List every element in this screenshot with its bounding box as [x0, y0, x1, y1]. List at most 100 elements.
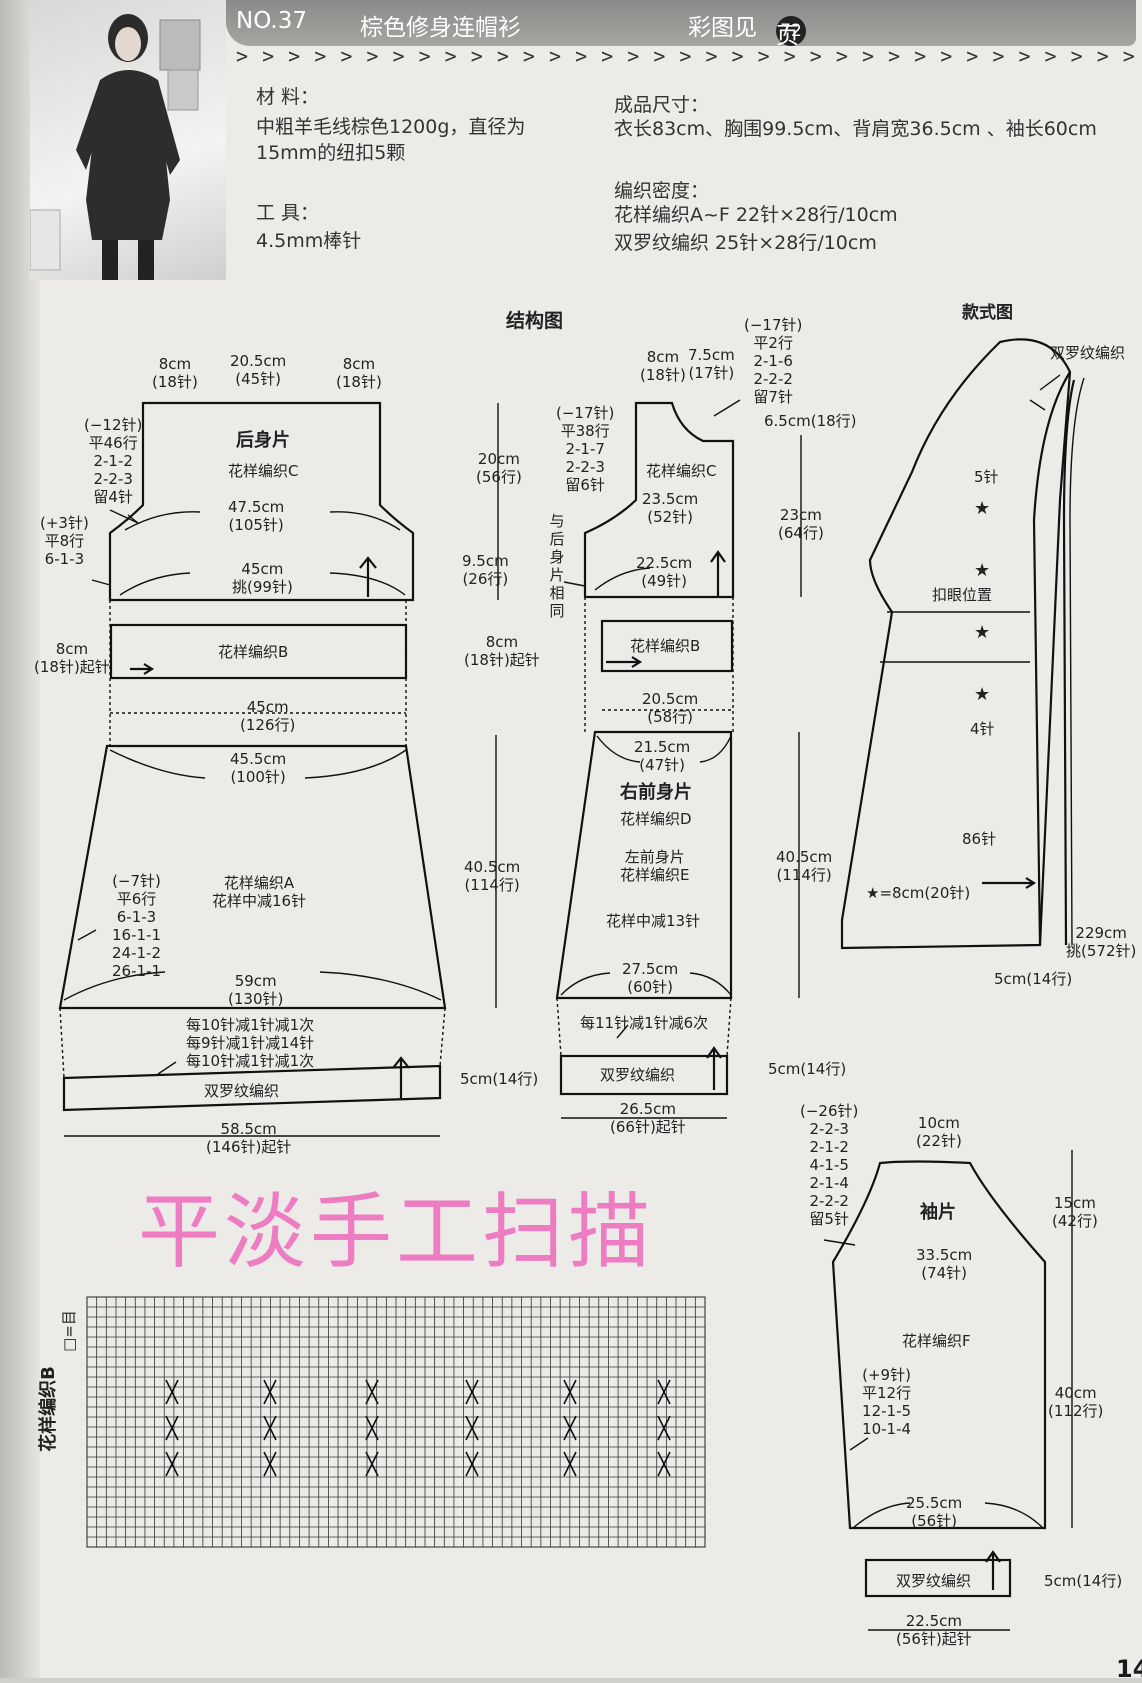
back-band-start: 8cm(18针)起针	[34, 640, 110, 676]
style-buttonhole: 扣眼位置	[932, 586, 993, 604]
front-width-5: 27.5cm(60针)	[622, 960, 679, 996]
sleeve-height-1: 15cm(42行)	[1052, 1194, 1098, 1230]
page-number: 14	[1116, 1655, 1142, 1683]
color-ref-label: 彩图见	[688, 15, 757, 41]
star-icon: ★	[974, 560, 991, 581]
sleeve-rib-label: 双罗纹编织	[896, 1572, 972, 1590]
sleeve-width-3: 22.5cm(56针)起针	[896, 1612, 972, 1648]
front-width-1: 23.5cm(52针)	[642, 490, 699, 526]
back-top-right: 8cm(18针)	[336, 355, 382, 391]
style-stitches-5: 5针	[974, 468, 999, 486]
cable-cross-symbol	[657, 1451, 671, 1477]
style-stitches-4: 4针	[970, 720, 995, 738]
style-edge: 5cm(14行)	[994, 970, 1073, 988]
front-pattern: 花样编织C	[646, 462, 717, 480]
front-top-middle: 7.5cm(17针)	[688, 346, 735, 382]
style-band-edge	[1062, 379, 1076, 946]
style-sketch-outline	[840, 338, 1072, 950]
back-band-pattern: 花样编织B	[218, 643, 289, 661]
page-ref-post: 页	[776, 23, 799, 49]
gauge-label: 编织密度：	[614, 180, 710, 202]
tools-label: 工 具：	[256, 202, 320, 224]
back-top-middle: 20.5cm(45针)	[230, 352, 287, 388]
cable-cross-symbol	[165, 1415, 179, 1441]
back-width-1: 47.5cm(105针)	[228, 498, 285, 534]
front-pattern-decrease: 花样中减13针	[606, 912, 701, 930]
front-width-2: 22.5cm(49针)	[636, 554, 693, 590]
style-star-legend: ★=8cm(20针)	[866, 884, 971, 902]
back-width-6: 58.5cm(146针)起针	[206, 1120, 292, 1156]
materials-line1: 中粗羊毛线棕色1200g，直径为	[256, 116, 526, 138]
page-ref-number: 72	[776, 16, 806, 46]
back-height-1: 20cm(56行)	[476, 450, 522, 486]
cable-cross-symbol	[563, 1379, 577, 1405]
model-figure-illustration	[30, 14, 201, 280]
pattern-title: 棕色修身连帽衫	[360, 15, 521, 41]
sleeve-pattern: 花样编织F	[902, 1332, 971, 1350]
tools-value: 4.5mm棒针	[256, 230, 362, 252]
back-top-left: 8cm(18针)	[152, 355, 198, 391]
back-rib-decrease: 每10针减1针减1次每9针减1针减14针每10针减1针减1次	[186, 1016, 315, 1070]
front-left-piece: 左前身片花样编织E	[620, 848, 690, 884]
cable-cross-symbol	[365, 1451, 379, 1477]
back-width-3: 45cm(126行)	[240, 698, 296, 734]
chevron-divider: > > > > > > > > > > > > > > > > > > > > …	[236, 44, 1136, 68]
sleeve-rib-height: 5cm(14行)	[1044, 1572, 1123, 1590]
back-pattern: 花样编织C	[228, 462, 299, 480]
style-rib-label: 双罗纹编织	[1050, 344, 1126, 362]
chart-title: 花样编织B	[37, 1366, 59, 1452]
chart-key: □=目	[59, 1310, 78, 1352]
front-width-4: 21.5cm(47针)	[634, 738, 691, 774]
front-same-as-back: 与后身片相同	[549, 512, 565, 620]
star-icon: ★	[974, 498, 991, 519]
materials-label: 材 料：	[256, 86, 320, 108]
back-rib-label: 双罗纹编织	[204, 1082, 280, 1100]
front-height-1: 23cm(64行)	[778, 506, 824, 542]
star-icon: ★	[974, 684, 991, 705]
star-icon: ★	[974, 622, 991, 643]
back-height-2: 9.5cm(26行)	[462, 552, 509, 588]
style-front-edge	[1032, 371, 1071, 946]
pattern-number: NO.37	[236, 8, 307, 34]
cable-cross-symbol	[365, 1379, 379, 1405]
chart-grid	[86, 1296, 706, 1548]
header-bar: NO.37 棕色修身连帽衫 彩图见 第 72 页	[226, 0, 1136, 49]
front-top-left: 8cm(18针)	[640, 348, 686, 384]
sleeve-top: 10cm(22针)	[916, 1114, 962, 1150]
gauge-line2: 双罗纹编织 25针×28行/10cm	[614, 232, 877, 254]
materials-line2: 15mm的纽扣5颗	[256, 142, 406, 164]
sleeve-width-1: 33.5cm(74针)	[916, 1246, 973, 1282]
front-name: 右前身片	[620, 782, 692, 803]
cable-cross-symbol	[563, 1451, 577, 1477]
style-title: 款式图	[962, 303, 1013, 323]
cable-cross-symbol	[165, 1379, 179, 1405]
cable-cross-symbol	[657, 1415, 671, 1441]
cable-cross-symbol	[657, 1379, 671, 1405]
back-band-height: 8cm(18针)起针	[464, 633, 540, 669]
front-width-3: 20.5cm(58行)	[642, 690, 699, 726]
watermark: 平淡手工扫描	[138, 1185, 655, 1280]
front-rib-height: 5cm(14行)	[768, 1060, 847, 1078]
cable-cross-symbol	[465, 1415, 479, 1441]
cable-cross-symbol	[263, 1379, 277, 1405]
front-width-6: 26.5cm(66针)起针	[610, 1100, 686, 1136]
cable-cross-symbol	[263, 1451, 277, 1477]
front-height-2: 40.5cm(114行)	[776, 848, 833, 884]
cable-cross-symbol	[563, 1415, 577, 1441]
cable-cross-symbol	[465, 1451, 479, 1477]
sleeve-width-2: 25.5cm(56针)	[906, 1494, 963, 1530]
size-label: 成品尺寸：	[614, 94, 710, 116]
style-stitches-86: 86针	[962, 830, 997, 848]
cable-cross-symbol	[465, 1379, 479, 1405]
cable-cross-symbol	[263, 1415, 277, 1441]
back-rib-height: 5cm(14行)	[460, 1070, 539, 1088]
